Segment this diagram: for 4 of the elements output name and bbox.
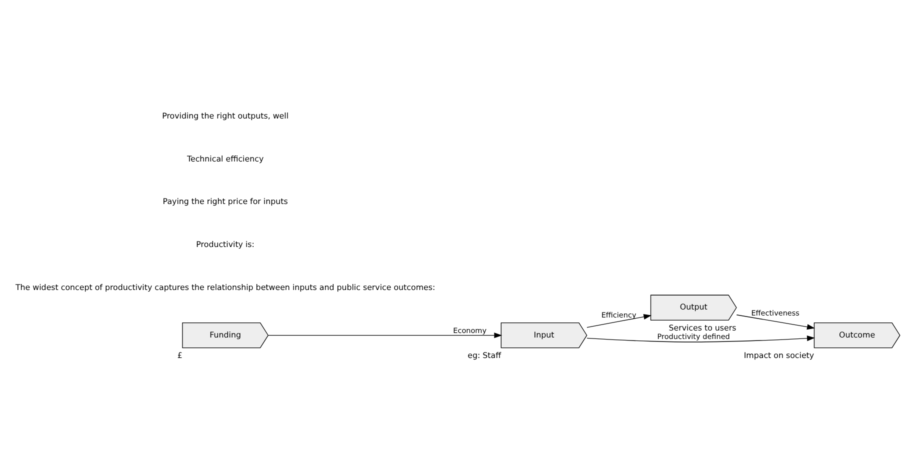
arrow [586, 336, 815, 342]
arrow [736, 314, 815, 330]
arrow [268, 332, 502, 338]
arrow [586, 314, 652, 328]
